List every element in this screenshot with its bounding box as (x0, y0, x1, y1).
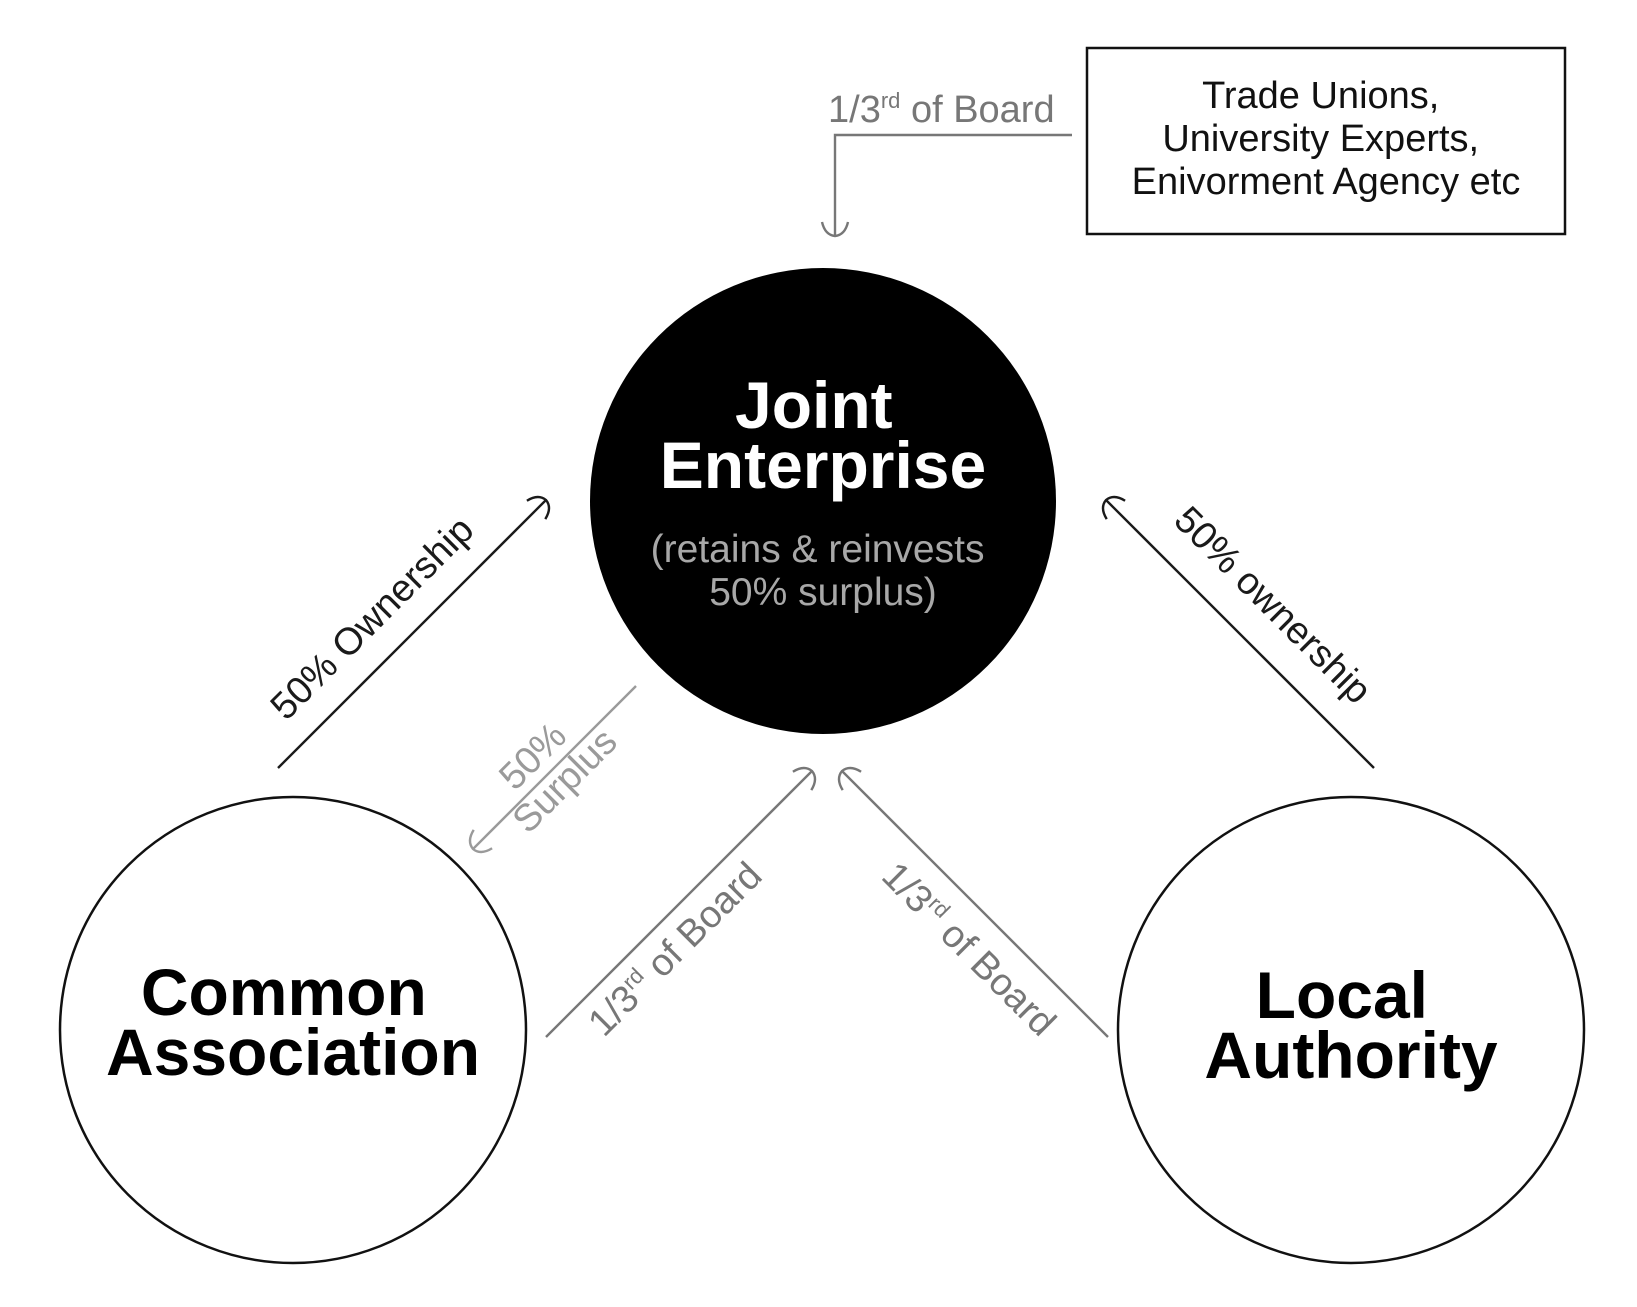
edge-common-ownership-label: 50% Ownership (263, 509, 482, 728)
svg-text:Joint Enterprise: Joint Enterprise (660, 368, 986, 502)
edge-local-ownership: 50% ownership (1101, 495, 1379, 769)
edge-common-ownership: 50% Ownership (263, 495, 551, 769)
svg-text:Trade Unions, University: Trade Unions, University Experts, Enivor… (1132, 75, 1521, 203)
edge-surplus-arrow (468, 685, 637, 854)
joint-enterprise-circle (590, 268, 1056, 734)
stakeholders-box-line3: Enivorment Agency etc (1132, 161, 1521, 203)
edge-stakeholders-board-arrow (820, 133, 1072, 238)
joint-enterprise-sub-line1: (retains & reinvests (651, 528, 985, 571)
common-association-title-line1: Common (141, 955, 427, 1029)
svg-text:1/3rd of Board: 1/3rd of Board (580, 854, 771, 1045)
common-association-circle (58, 795, 528, 1265)
edge-stakeholders-board: 1/3rd of Board (820, 88, 1072, 238)
svg-text:50% Ownership: 50% Ownership (263, 509, 482, 728)
local-authority-circle (1116, 795, 1586, 1265)
edge-stakeholders-board-label-pre: 1/3 (828, 89, 881, 131)
svg-text:Local Authority: Local Authority (1204, 958, 1498, 1092)
svg-text:50% ownership: 50% ownership (1166, 499, 1379, 712)
edge-common-ownership-arrow (277, 495, 551, 769)
joint-enterprise-title-line2: Enterprise (660, 428, 986, 502)
edge-surplus: 50% Surplus (468, 685, 637, 854)
edge-stakeholders-board-label-post: of Board (900, 89, 1054, 131)
svg-text:1/3rd of Board: 1/3rd of Board (828, 88, 1055, 131)
edge-local-ownership-arrow (1101, 495, 1375, 769)
local-authority-title-line2: Authority (1204, 1018, 1498, 1092)
edge-local-board: 1/3rd of Board (837, 766, 1109, 1045)
edge-common-board-arrow (545, 766, 817, 1038)
svg-text:Common Association: Common Association (106, 955, 480, 1089)
common-association-title-line2: Association (106, 1015, 480, 1089)
local-authority-title-line1: Local (1256, 958, 1428, 1032)
svg-text:50% Surplus: 50% Surplus (476, 692, 625, 841)
joint-enterprise-sub-line2: 50% surplus) (709, 571, 937, 614)
svg-text:(retains & reinvests 50%: (retains & reinvests 50% surplus) (651, 528, 996, 614)
edge-common-board: 1/3rd of Board (545, 766, 817, 1045)
edge-local-board-arrow (837, 766, 1109, 1038)
stakeholders-box-frame (1085, 46, 1567, 236)
stakeholders-box-line2: University Experts, (1162, 118, 1479, 160)
edge-local-ownership-label: 50% ownership (1166, 499, 1379, 712)
edge-local-board-label-post: of Board (925, 906, 1064, 1045)
joint-enterprise-title-line1: Joint (735, 368, 893, 442)
stakeholders-box-line1: Trade Unions, (1202, 75, 1439, 117)
stakeholders-box: Trade Unions, University Experts, Enivor… (1085, 46, 1567, 236)
node-joint-enterprise: Joint Enterprise (retains & reinvests 50… (590, 268, 1056, 734)
edge-stakeholders-board-label-sup: rd (881, 88, 901, 113)
node-local-authority: Local Authority (1116, 795, 1586, 1265)
node-common-association: Common Association (58, 795, 528, 1265)
edge-common-board-label-post: of Board (632, 855, 771, 994)
svg-text:1/3rd of Board: 1/3rd of Board (874, 854, 1065, 1045)
